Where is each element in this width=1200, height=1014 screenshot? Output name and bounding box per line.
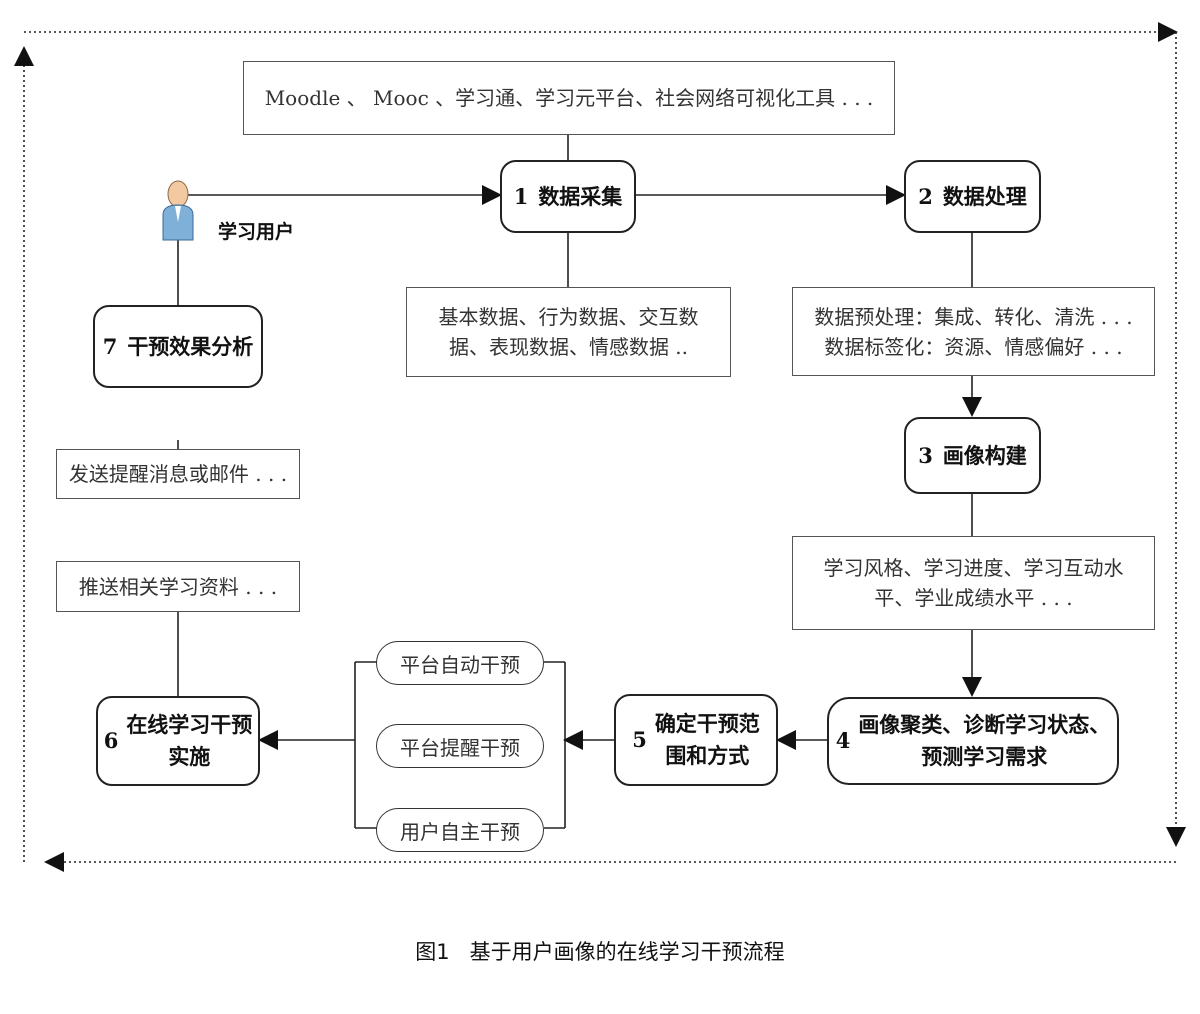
step-5-scope-method: 5 确定干预范 围和方式: [614, 694, 778, 786]
step-3-profile-construction: 3 画像构建: [904, 417, 1041, 494]
step-3-label: 画像构建: [942, 443, 1027, 468]
collected-data-line-2: 据、表现数据、情感数据 ..: [448, 335, 689, 359]
profile-line-2: 平、学业成绩水平 . . .: [874, 586, 1073, 610]
send-reminder-note: 发送提醒消息或邮件 . . .: [56, 449, 300, 499]
push-materials-text: 推送相关学习资料 . . .: [78, 574, 278, 599]
step-6-number: 6: [103, 728, 119, 753]
step-4-clustering-diagnosis: 4 画像聚类、诊断学习状态、 预测学习需求: [827, 697, 1119, 785]
step-1-data-collection: 1 数据采集: [500, 160, 636, 233]
step-6-label-line-1: 在线学习干预: [126, 713, 253, 737]
step-4-label-line-2: 预测学习需求: [921, 745, 1048, 769]
step-1-number: 1: [513, 183, 529, 209]
collected-data-note: 基本数据、行为数据、交互数 据、表现数据、情感数据 ..: [406, 287, 731, 377]
data-sources-note: Moodle 、 Mooc 、学习通、学习元平台、社会网络可视化工具 . . .: [243, 61, 895, 135]
step-6-label-line-2: 实施: [168, 745, 211, 769]
step-7-effect-analysis: 7 干预效果分析: [93, 305, 263, 388]
step-5-number: 5: [632, 727, 647, 752]
step-4-number: 4: [835, 728, 851, 753]
learning-user-label: 学习用户: [218, 221, 295, 243]
feedback-loop-dotted: [13, 22, 1186, 872]
step-2-label: 数据处理: [942, 184, 1027, 209]
intervention-type-auto-label: 平台自动干预: [400, 652, 520, 677]
step-4-label-line-1: 画像聚类、诊断学习状态、: [858, 713, 1111, 737]
step-7-label: 干预效果分析: [127, 334, 254, 359]
intervention-type-self-label: 用户自主干预: [400, 819, 520, 844]
profile-line-1: 学习风格、学习进度、学习互动水: [823, 556, 1124, 580]
intervention-type-auto: 平台自动干预: [376, 641, 544, 685]
user-avatar-icon: [162, 180, 194, 241]
processing-line-1: 数据预处理：集成、转化、清洗 . . .: [814, 304, 1133, 329]
step-7-number: 7: [102, 333, 118, 359]
step-5-label-line-1: 确定干预范: [654, 712, 760, 736]
step-3-number: 3: [918, 442, 933, 468]
intervention-type-reminder: 平台提醒干预: [376, 724, 544, 768]
intervention-type-self: 用户自主干预: [376, 808, 544, 852]
collected-data-line-1: 基本数据、行为数据、交互数: [438, 305, 699, 329]
data-sources-text: Moodle 、 Mooc 、学习通、学习元平台、社会网络可视化工具 . . .: [264, 86, 874, 110]
step-6-intervention-implementation: 6 在线学习干预 实施: [96, 696, 260, 786]
push-materials-note: 推送相关学习资料 . . .: [56, 561, 300, 612]
step-2-data-processing: 2 数据处理: [904, 160, 1041, 233]
processing-line-2: 数据标签化：资源、情感偏好 . . .: [824, 334, 1123, 359]
profile-attributes-note: 学习风格、学习进度、学习互动水 平、学业成绩水平 . . .: [792, 536, 1155, 630]
step-2-number: 2: [918, 183, 933, 209]
intervention-type-reminder-label: 平台提醒干预: [400, 735, 520, 760]
figure-caption: 图1 基于用户画像的在线学习干预流程: [415, 940, 785, 964]
processing-note: 数据预处理：集成、转化、清洗 . . . 数据标签化：资源、情感偏好 . . .: [792, 287, 1155, 376]
step-5-label-line-2: 围和方式: [665, 744, 750, 768]
step-1-label: 数据采集: [538, 184, 623, 209]
send-reminder-text: 发送提醒消息或邮件 . . .: [68, 462, 288, 486]
